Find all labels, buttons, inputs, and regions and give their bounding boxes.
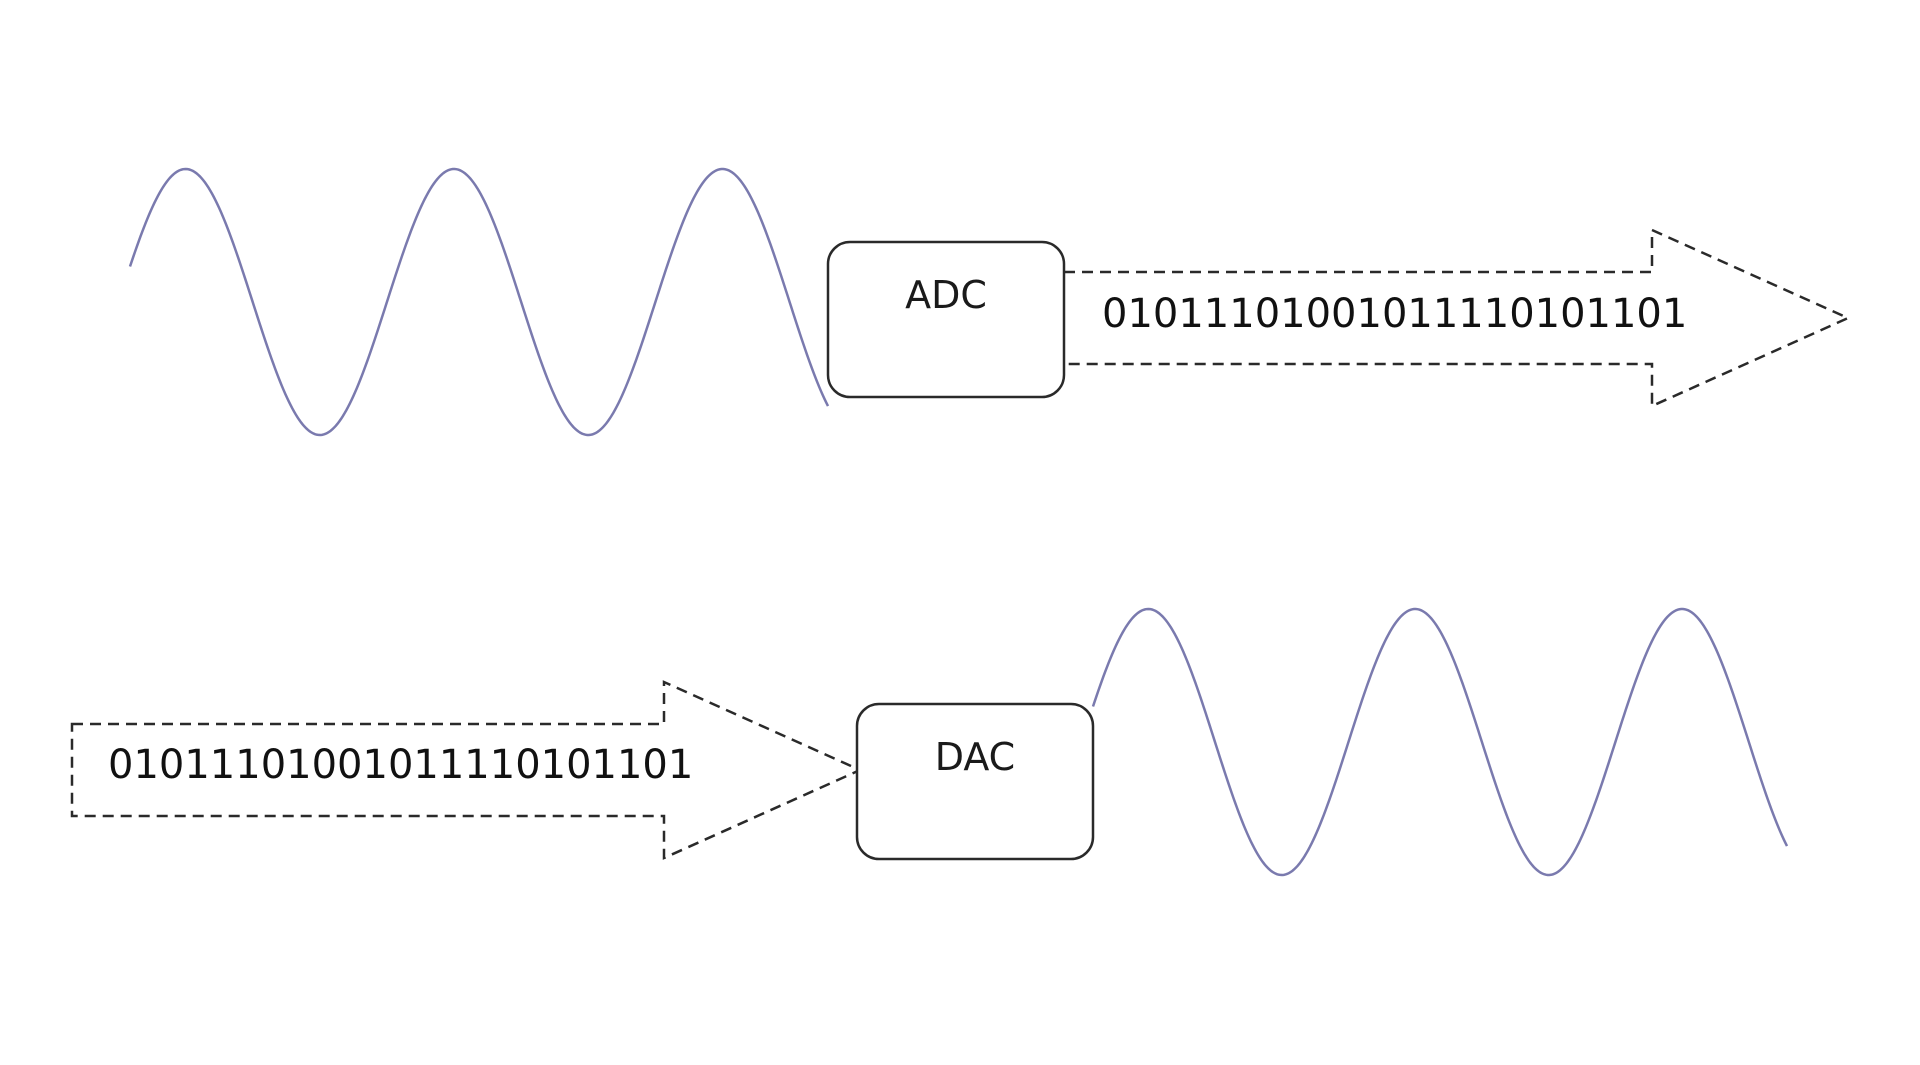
adc-label: ADC <box>905 273 987 317</box>
adc-block <box>826 240 1066 399</box>
dac-input-arrow <box>70 680 864 860</box>
analog-input-wave <box>128 167 830 437</box>
dac-input-bitstream: 01011101001011110101101 <box>108 742 693 788</box>
adc-output-bitstream: 01011101001011110101101 <box>1102 291 1687 337</box>
dac-block <box>855 702 1095 861</box>
dac-label: DAC <box>935 735 1015 779</box>
analog-output-wave <box>1091 607 1789 877</box>
adc-output-arrow <box>1064 228 1852 408</box>
